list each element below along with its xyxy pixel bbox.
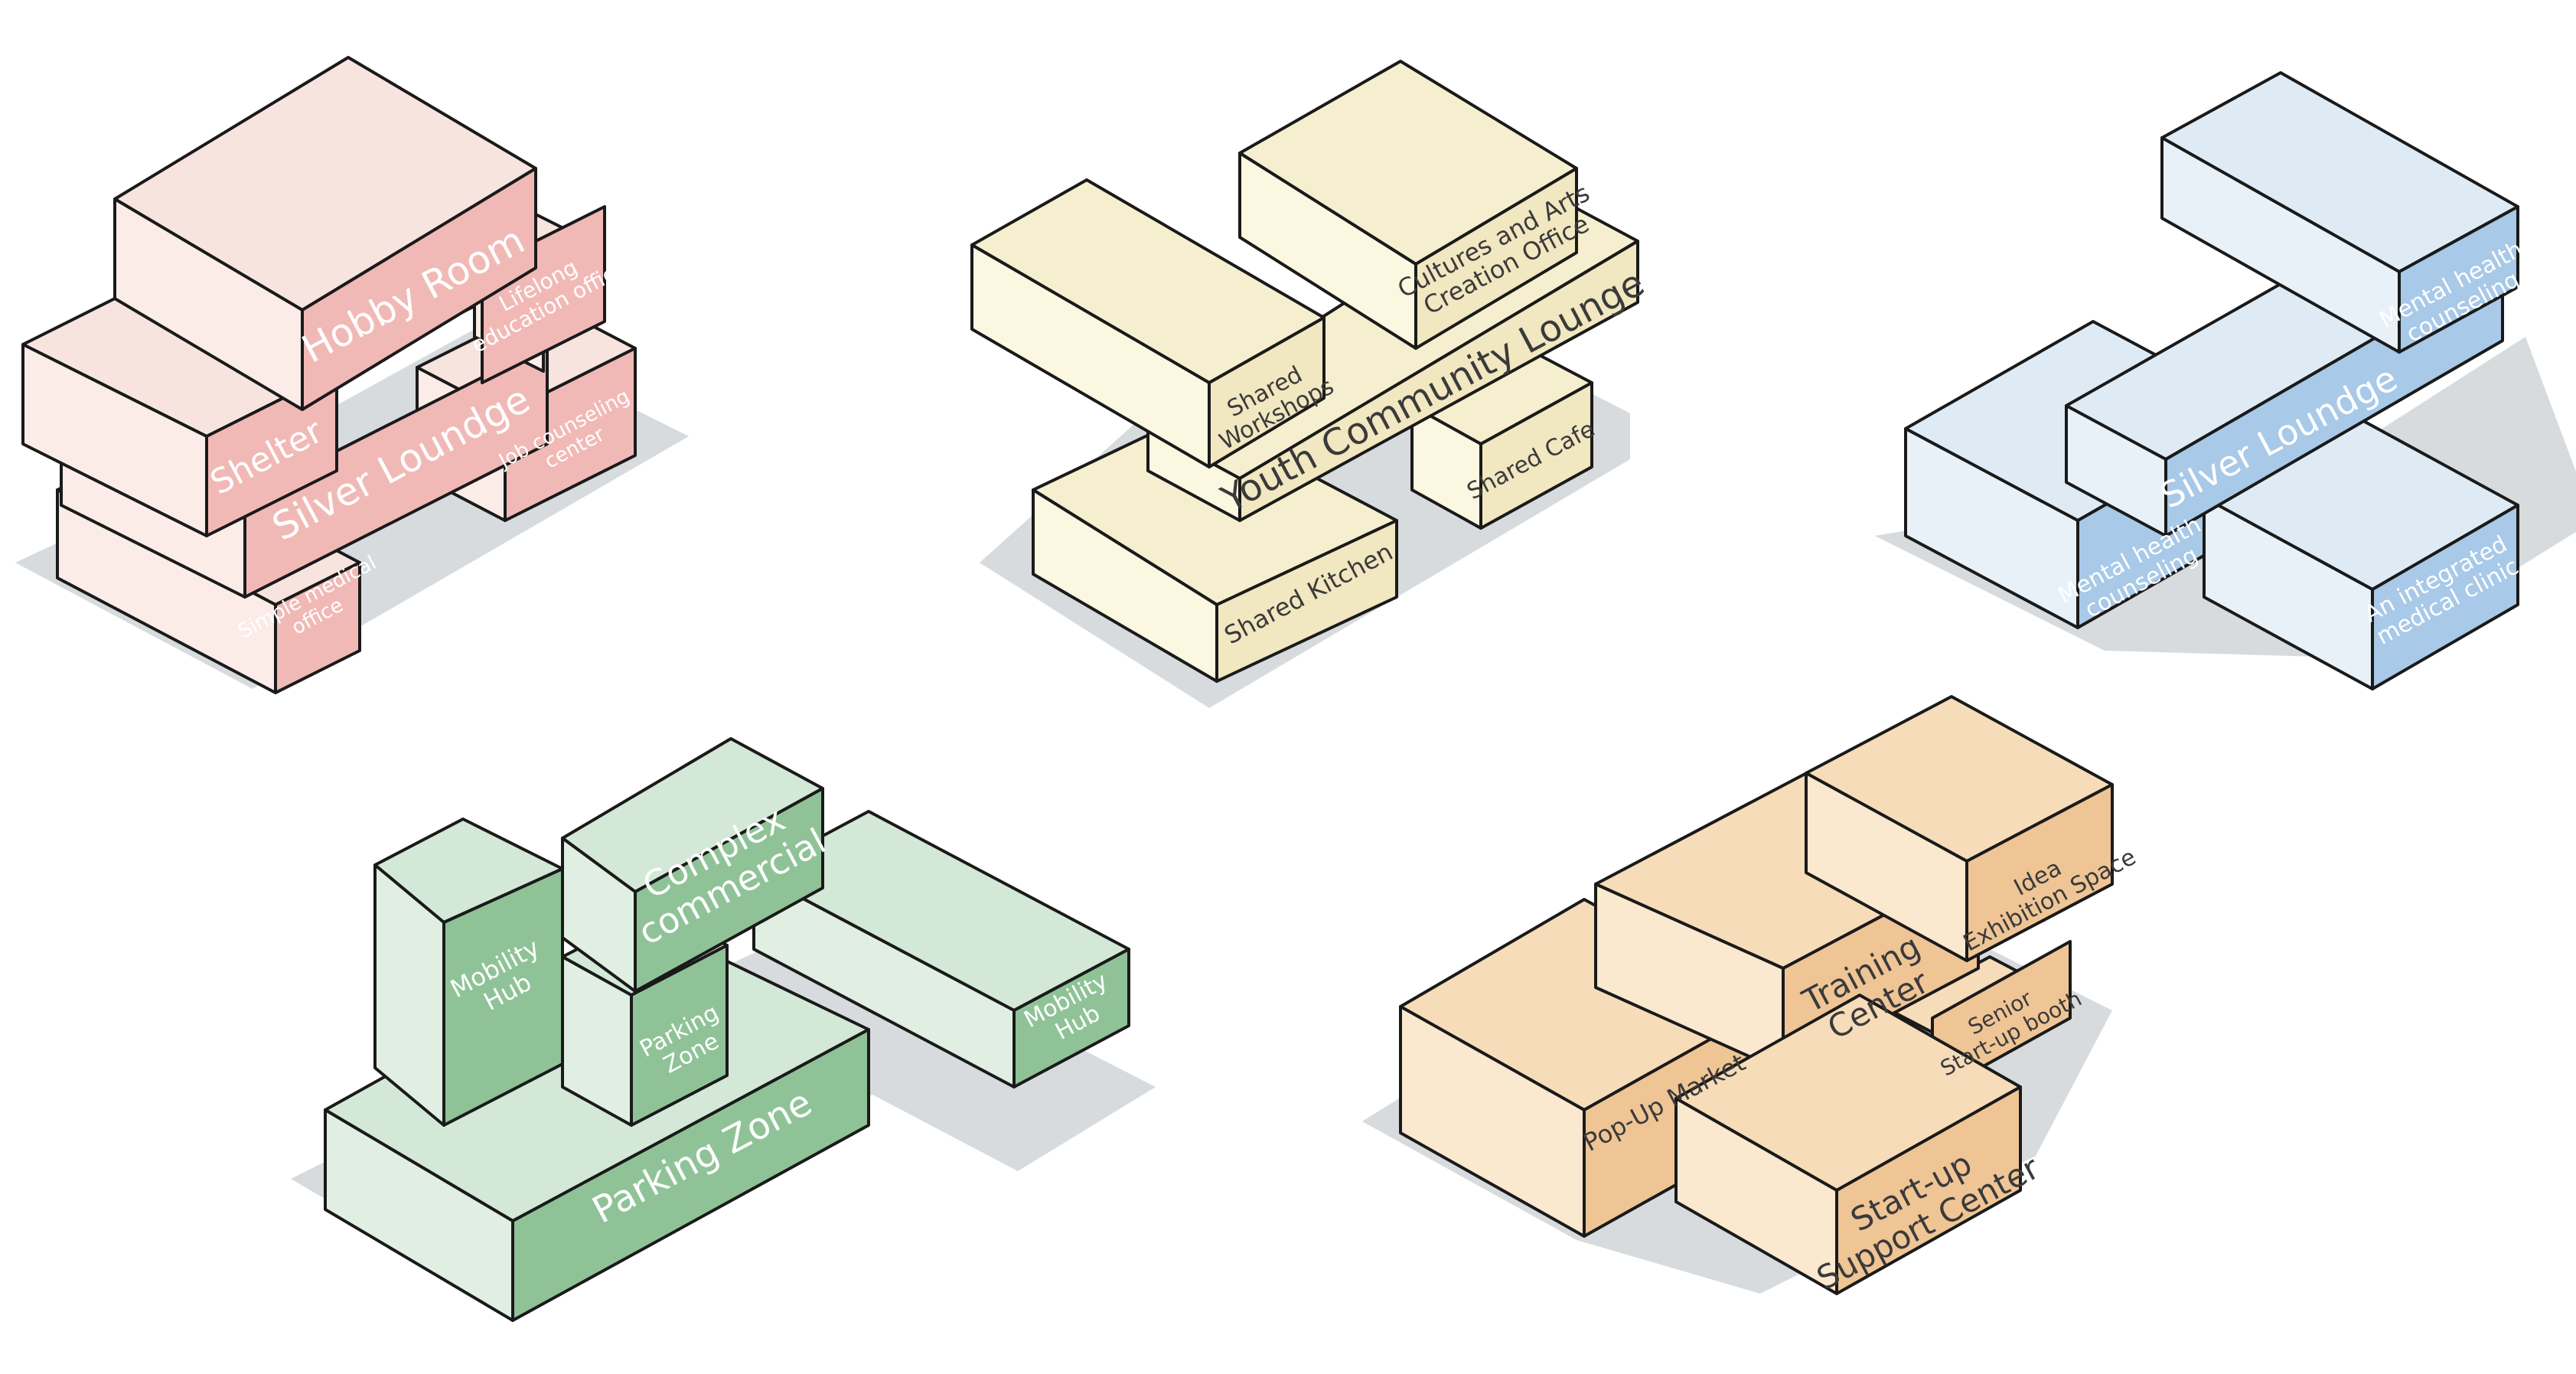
block-shared-cafe bbox=[1410, 343, 1593, 530]
cluster-blue: Mental healthcounseling Silver Loundge M… bbox=[1875, 71, 2576, 690]
cluster-green: Complexcommercial MobilityHub ParkingZon… bbox=[291, 737, 1156, 1322]
block-mobility-hub-left bbox=[373, 818, 564, 1127]
cluster-yellow: Cultures and ArtsCreation Office Youth C… bbox=[970, 60, 1652, 708]
block-hobby-room bbox=[113, 56, 537, 411]
block-idea-exhibition-space bbox=[1805, 695, 2114, 962]
block-mental-health-counseling-upper bbox=[2160, 71, 2519, 354]
cluster-pink: Hobby Room Lifelongeducation office Shel… bbox=[15, 56, 689, 694]
block-shared-kitchen bbox=[1032, 412, 1398, 683]
block-shared-workshops bbox=[970, 178, 1325, 468]
block-start-up-support-center bbox=[1674, 994, 2022, 1295]
block-mobility-hub-right bbox=[752, 810, 1130, 1088]
cluster-orange: IdeaExhibition Space TrainingCenter Seni… bbox=[1362, 695, 2141, 1297]
block-complex-commercial bbox=[561, 737, 824, 993]
block-cultures-arts-creation-office bbox=[1238, 60, 1578, 350]
